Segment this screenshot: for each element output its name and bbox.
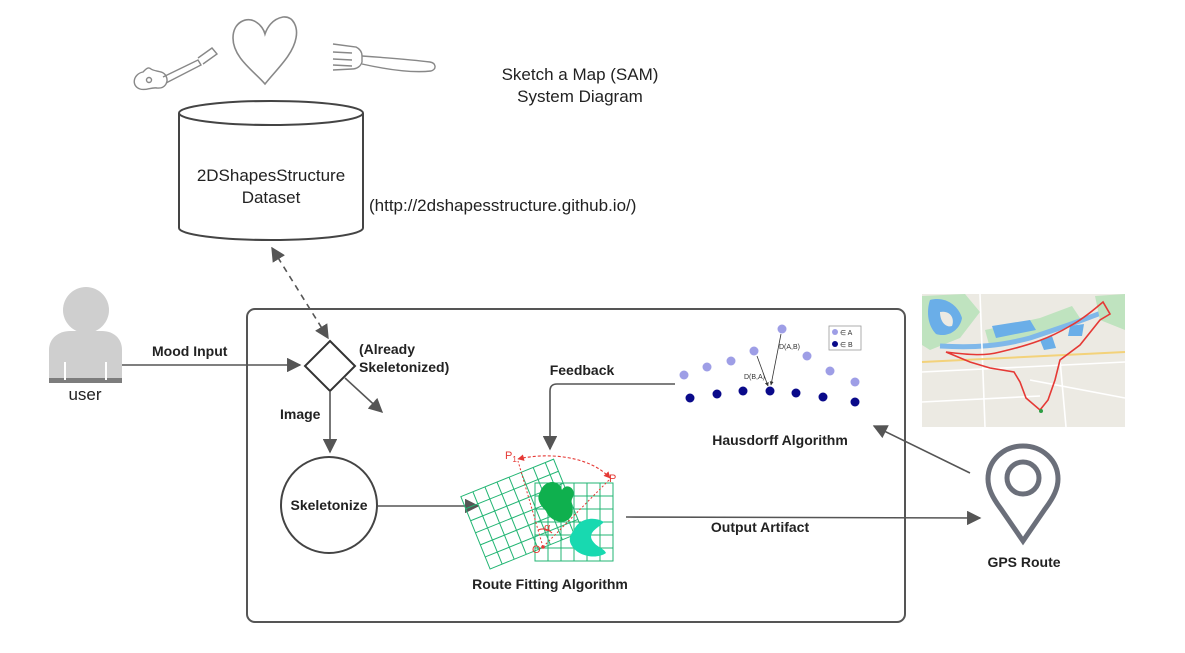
image-label: Image — [280, 406, 321, 422]
skeletonize-label: Skeletonize — [290, 497, 367, 513]
gps-pin-icon — [985, 443, 1061, 546]
route-label-o: O — [532, 544, 541, 556]
dataset-name: 2DShapesStructure — [197, 166, 345, 185]
hausdorff-legend-b: ∈ B — [840, 342, 853, 349]
gps-route-label: GPS Route — [987, 554, 1060, 570]
hausdorff-label-ab: D(A,B) — [779, 344, 800, 351]
output-artifact-arrow — [625, 510, 982, 526]
system-container — [246, 308, 906, 623]
decision-diamond — [303, 339, 357, 393]
hausdorff-legend-a: ∈ A — [840, 330, 853, 337]
mood-input-label: Mood Input — [152, 343, 228, 359]
route-label-alpha: α — [544, 522, 551, 534]
dataset-link-dashed — [271, 246, 329, 340]
route-label-p1: P1 — [505, 450, 517, 464]
feedback-label: Feedback — [550, 362, 615, 378]
dataset-cylinder — [178, 100, 364, 241]
already-skeletonized-arrow — [344, 377, 384, 413]
user-avatar-icon — [49, 287, 122, 383]
route-fitting-figure — [460, 454, 614, 570]
skeletonize-node — [280, 456, 378, 554]
hausdorff-figure — [679, 324, 862, 407]
gps-to-hausdorff-arrow — [872, 425, 971, 474]
already-skeletonized-label: (Already — [359, 341, 415, 357]
dataset-url: (http://2dshapesstructure.github.io/) — [369, 196, 636, 215]
hausdorff-label: Hausdorff Algorithm — [712, 432, 848, 448]
dataset-name-line2: Dataset — [242, 188, 301, 207]
fork-sketch-icon — [332, 43, 436, 73]
route-fitting-label: Route Fitting Algorithm — [472, 576, 628, 592]
diagram-title-line1: Sketch a Map (SAM) — [502, 65, 659, 84]
user-label: user — [68, 385, 101, 404]
guitar-sketch-icon — [133, 47, 219, 91]
output-artifact-label: Output Artifact — [711, 519, 810, 535]
hausdorff-label-ba: D(B,A) — [744, 374, 765, 381]
route-label-p: P — [609, 473, 616, 485]
feedback-arrow — [542, 383, 675, 451]
already-skeletonized-label-line2: Skeletonized) — [359, 359, 449, 375]
gps-map-thumbnail — [921, 293, 1126, 428]
diagram-title-line2: System Diagram — [517, 87, 643, 106]
heart-sketch-icon — [232, 16, 298, 86]
